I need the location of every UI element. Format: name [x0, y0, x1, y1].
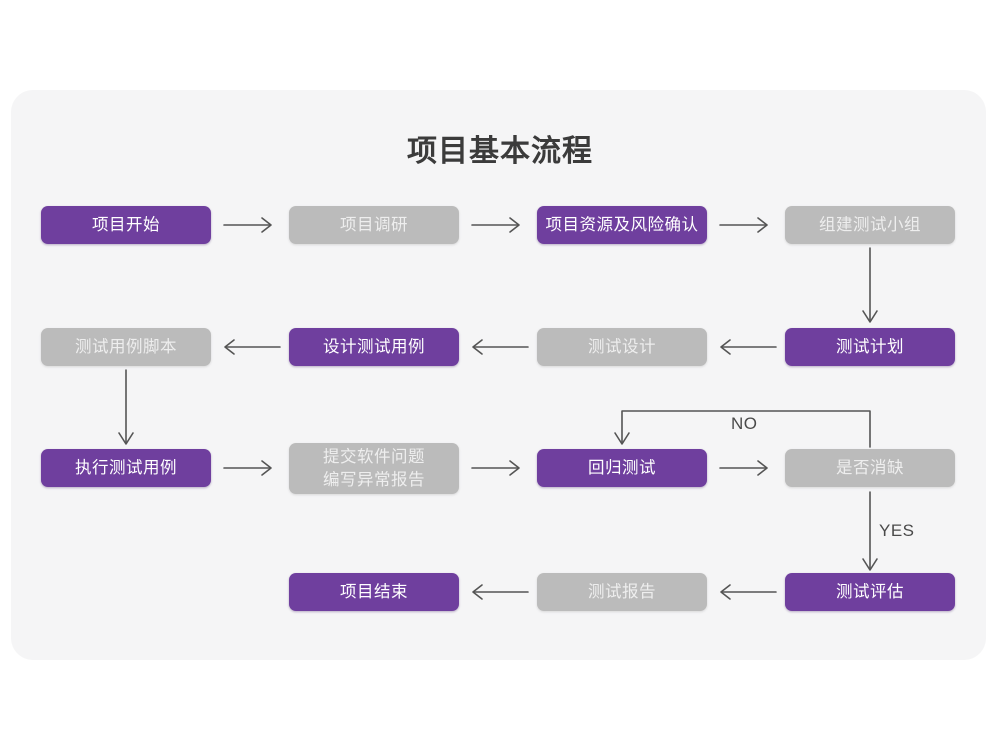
flowchart-card [11, 90, 986, 660]
node-design-test-cases[interactable]: 设计测试用例 [289, 328, 459, 366]
node-test-report[interactable]: 测试报告 [537, 573, 707, 611]
node-project-start[interactable]: 项目开始 [41, 206, 211, 244]
node-test-evaluation[interactable]: 测试评估 [785, 573, 955, 611]
node-execute-test-cases[interactable]: 执行测试用例 [41, 449, 211, 487]
node-submit-defect-report[interactable]: 提交软件问题 编写异常报告 [289, 443, 459, 494]
node-form-test-team[interactable]: 组建测试小组 [785, 206, 955, 244]
edge-label-no: NO [731, 414, 758, 433]
node-test-case-script[interactable]: 测试用例脚本 [41, 328, 211, 366]
node-defect-cleared[interactable]: 是否消缺 [785, 449, 955, 487]
node-project-research[interactable]: 项目调研 [289, 206, 459, 244]
node-project-end[interactable]: 项目结束 [289, 573, 459, 611]
node-resource-risk-confirm[interactable]: 项目资源及风险确认 [537, 206, 707, 244]
node-test-plan[interactable]: 测试计划 [785, 328, 955, 366]
node-regression-test[interactable]: 回归测试 [537, 449, 707, 487]
node-test-design[interactable]: 测试设计 [537, 328, 707, 366]
edge-label-yes: YES [879, 521, 915, 540]
page-title: 项目基本流程 [407, 135, 593, 168]
